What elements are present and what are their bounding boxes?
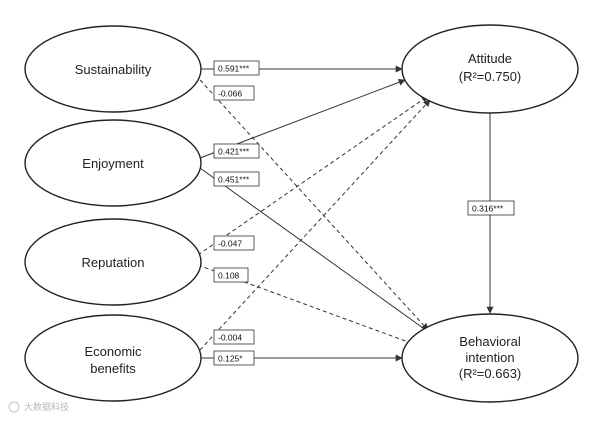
node-behavioral-intention	[401, 313, 579, 403]
label-sustainability: Sustainability	[75, 62, 152, 77]
label-economic-line1: Economic	[84, 344, 142, 359]
node-labels: Sustainability Enjoyment Reputation Econ…	[75, 51, 522, 381]
svg-text:0.125*: 0.125*	[218, 354, 243, 364]
path-economic-attitude	[199, 99, 431, 351]
path-reputation-intention	[197, 264, 431, 352]
label-attitude-line2: (R²=0.750)	[459, 69, 522, 84]
svg-text:-0.004: -0.004	[218, 333, 242, 343]
label-intention-line3: (R²=0.663)	[459, 366, 522, 381]
svg-text:0.421***: 0.421***	[218, 147, 250, 157]
node-economic-benefits	[24, 314, 202, 402]
coef-attitude-intention: 0.316***	[467, 200, 515, 216]
label-attitude-line1: Attitude	[468, 51, 512, 66]
watermark-logo-icon	[8, 401, 20, 413]
svg-text:-0.047: -0.047	[218, 239, 242, 249]
coef-economic-intention: 0.125*	[213, 350, 255, 366]
coef-enjoyment-intention: 0.451***	[213, 171, 260, 187]
svg-text:0.451***: 0.451***	[218, 175, 250, 185]
label-intention-line2: intention	[465, 350, 514, 365]
watermark: 大数据科技	[8, 401, 69, 413]
label-reputation: Reputation	[82, 255, 145, 270]
coef-enjoyment-attitude: 0.421***	[213, 143, 260, 159]
svg-text:0.316***: 0.316***	[472, 204, 504, 214]
coef-reputation-intention: 0.108	[213, 267, 249, 283]
node-enjoyment	[24, 119, 202, 207]
construct-nodes	[24, 24, 579, 403]
node-reputation	[24, 218, 202, 306]
label-economic-line2: benefits	[90, 361, 136, 376]
node-sustainability	[24, 25, 202, 113]
label-enjoyment: Enjoyment	[82, 156, 144, 171]
path-lines	[197, 65, 494, 362]
watermark-text: 大数据科技	[24, 401, 69, 412]
path-reputation-attitude	[197, 95, 429, 256]
coef-sustainability-attitude: 0.591***	[213, 60, 260, 76]
coef-reputation-attitude: -0.047	[213, 235, 255, 251]
coefficient-labels: 0.591*** -0.066 0.421*** 0.451*** -0.047…	[213, 60, 515, 366]
path-sustainability-intention	[199, 79, 429, 331]
node-attitude	[401, 24, 579, 114]
path-enjoyment-intention	[199, 167, 431, 334]
coef-sustainability-intention: -0.066	[213, 85, 255, 101]
svg-text:-0.066: -0.066	[218, 89, 242, 99]
label-intention-line1: Behavioral	[459, 334, 521, 349]
svg-text:0.108: 0.108	[218, 271, 240, 281]
coef-economic-attitude: -0.004	[213, 329, 255, 345]
svg-text:0.591***: 0.591***	[218, 64, 250, 74]
